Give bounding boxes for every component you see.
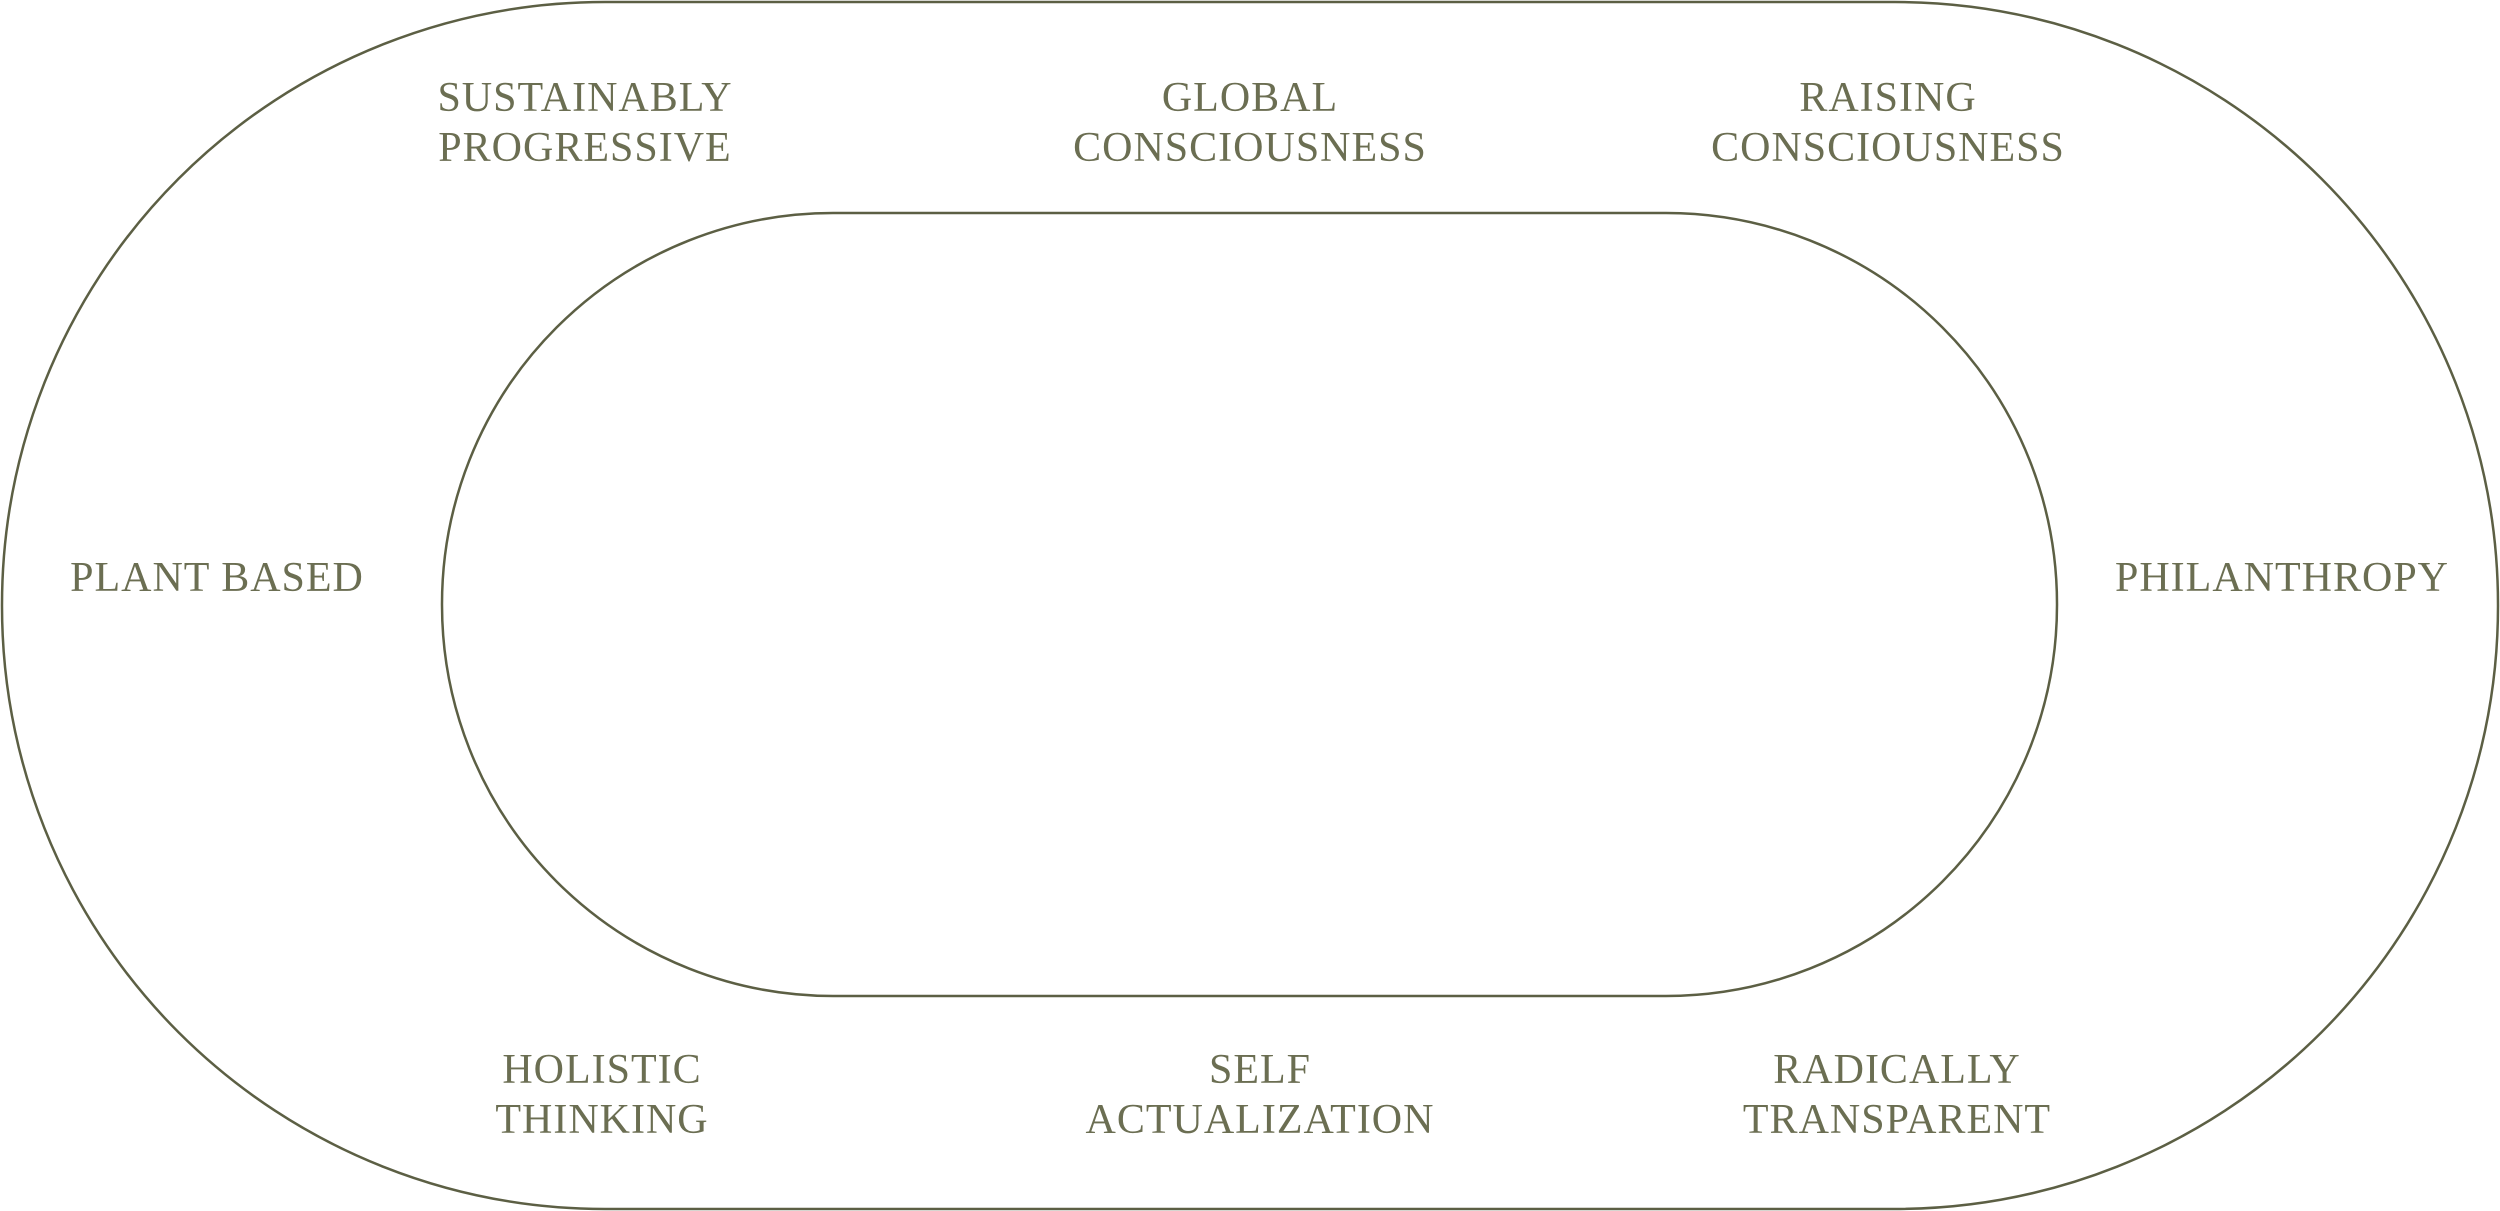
label-self-actualization: SELF ACTUALIZATION bbox=[1085, 1047, 1435, 1143]
label-holistic-thinking: HOLISTIC THINKING bbox=[495, 1047, 709, 1143]
label-philanthropy: PHILANTHROPY bbox=[2114, 555, 2450, 601]
label-plant-based: PLANT BASED bbox=[70, 555, 364, 601]
label-sustainably-progressive: SUSTAINABLY PROGRESSIVE bbox=[437, 75, 733, 171]
inner-stadium bbox=[440, 211, 2059, 998]
label-global-consciousness: GLOBAL CONSCIOUSNESS bbox=[1073, 75, 1427, 171]
label-radically-transparent: RADICALLY TRANSPARENT bbox=[1742, 1047, 2052, 1143]
label-raising-consciousness: RAISING CONSCIOUSNESS bbox=[1711, 75, 2065, 171]
